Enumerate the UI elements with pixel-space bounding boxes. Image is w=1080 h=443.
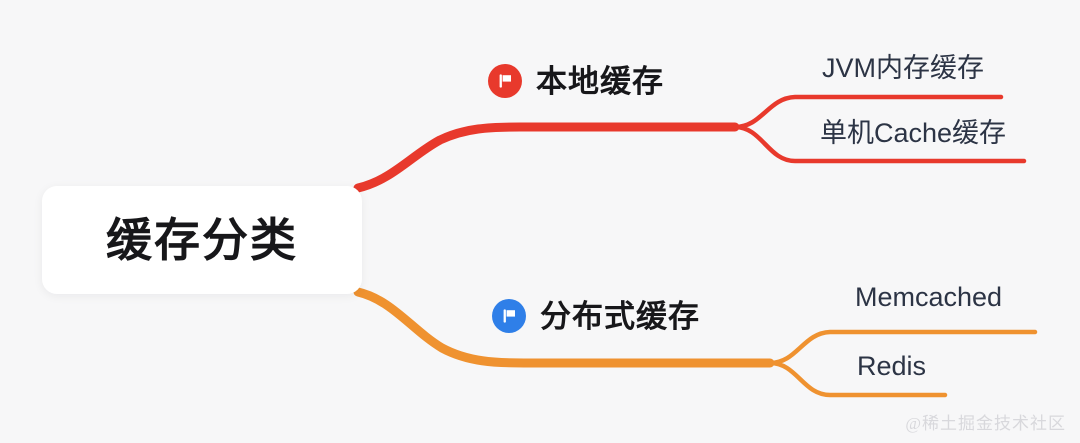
branch-node-local-cache[interactable]: 本地缓存 xyxy=(488,64,664,98)
flag-icon xyxy=(488,64,522,98)
leaf-node-standalone-cache-label: 单机Cache缓存 xyxy=(820,118,1007,148)
branch-node-distributed-cache-label: 分布式缓存 xyxy=(540,298,700,334)
leaf-node-memcached-label: Memcached xyxy=(855,282,1003,312)
connector-root-to-local-cache xyxy=(353,122,740,193)
leaf-node-standalone-cache[interactable]: 单机Cache缓存 xyxy=(820,120,1006,147)
branch-node-distributed-cache[interactable]: 分布式缓存 xyxy=(492,299,700,333)
flag-icon xyxy=(492,299,526,333)
leaf-node-memcached[interactable]: Memcached xyxy=(855,284,1002,311)
leaf-node-jvm-memory-cache-label: JVM内存缓存 xyxy=(822,53,984,83)
leaf-node-redis-label: Redis xyxy=(857,351,927,381)
leaf-node-redis[interactable]: Redis xyxy=(857,353,926,380)
watermark: @稀土掘金技术社区 xyxy=(905,414,1066,433)
root-node[interactable]: 缓存分类 xyxy=(42,186,362,294)
leaf-node-jvm-memory-cache[interactable]: JVM内存缓存 xyxy=(822,55,984,82)
root-node-label: 缓存分类 xyxy=(106,214,298,266)
branch-node-local-cache-label: 本地缓存 xyxy=(536,63,664,99)
